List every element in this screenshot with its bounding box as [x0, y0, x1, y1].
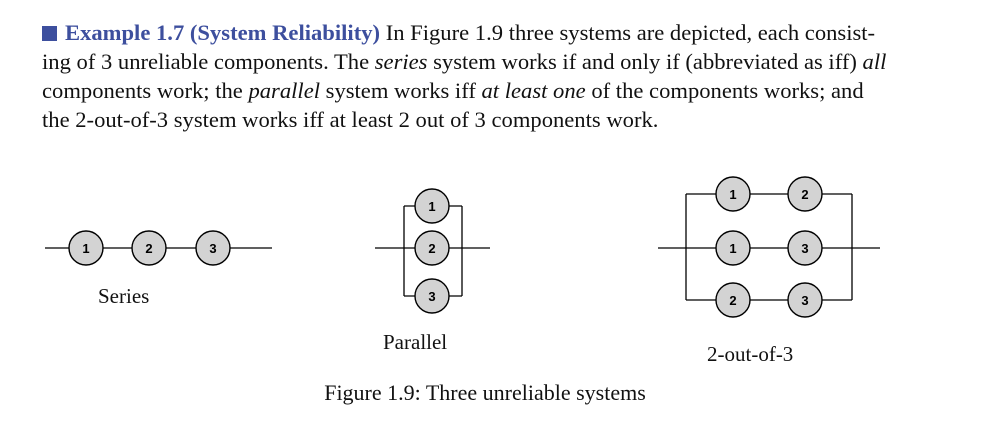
series-label: Series [98, 284, 150, 308]
two-of-three-node-r3b-label: 3 [801, 293, 808, 308]
series-node-3 [195, 230, 231, 266]
text-line-1-rest: In Figure 1.9 three systems are depicted… [385, 20, 876, 45]
two-of-three-node-r1a [715, 176, 751, 212]
emphasis-series: series [374, 49, 428, 74]
example-paragraph: Example 1.7 (System Reliability) In Figu… [42, 18, 942, 134]
emphasis-all: all [862, 49, 887, 74]
figure-caption: Figure 1.9: Three unreliable systems [324, 380, 646, 405]
text-fragment: system works if and only if (abbreviated… [427, 49, 863, 74]
series-node-3-label: 3 [209, 241, 216, 256]
text-line-4: the 2-out-of-3 system works iff at least… [42, 107, 659, 132]
two-of-three-node-r2a-label: 1 [729, 241, 736, 256]
two-of-three-node-r2b-label: 3 [801, 241, 808, 256]
example-heading: Example 1.7 (System Reliability) [65, 20, 381, 45]
text-line-3: components work; the parallel system wor… [42, 76, 942, 105]
two-of-three-node-r1b [787, 176, 823, 212]
example-square-icon [42, 26, 57, 41]
text-fragment: system works iff [320, 78, 482, 103]
series-node-1-label: 1 [82, 241, 89, 256]
series-node-1 [68, 230, 104, 266]
two-of-three-node-r3b [787, 282, 823, 318]
two-of-three-node-r2b [787, 230, 823, 266]
text-line-1: Example 1.7 (System Reliability) In Figu… [42, 18, 942, 47]
parallel-node-2 [414, 230, 450, 266]
series-node-2 [131, 230, 167, 266]
two-of-three-node-r3a-label: 2 [729, 293, 736, 308]
text-fragment: components work; the [42, 78, 249, 103]
two-of-three-node-r3a [715, 282, 751, 318]
two-of-three-node-r1a-label: 1 [729, 187, 736, 202]
parallel-node-3 [414, 278, 450, 314]
parallel-node-3-label: 3 [428, 289, 435, 304]
text-line-2: ing of 3 unreliable components. The seri… [42, 47, 942, 76]
series-node-2-label: 2 [145, 241, 152, 256]
parallel-label: Parallel [383, 330, 448, 354]
emphasis-at-least-one: at least one [481, 78, 586, 103]
parallel-node-2-label: 2 [428, 241, 435, 256]
parallel-node-1-label: 1 [428, 199, 435, 214]
text-fragment: of the components works; and [585, 78, 864, 103]
text-fragment: ing of 3 unreliable components. The [42, 49, 375, 74]
two-of-three-node-r2a [715, 230, 751, 266]
emphasis-parallel: parallel [248, 78, 320, 103]
two-of-three-node-r1b-label: 2 [801, 187, 808, 202]
two-of-three-label: 2-out-of-3 [707, 342, 794, 366]
parallel-node-1 [414, 188, 450, 224]
